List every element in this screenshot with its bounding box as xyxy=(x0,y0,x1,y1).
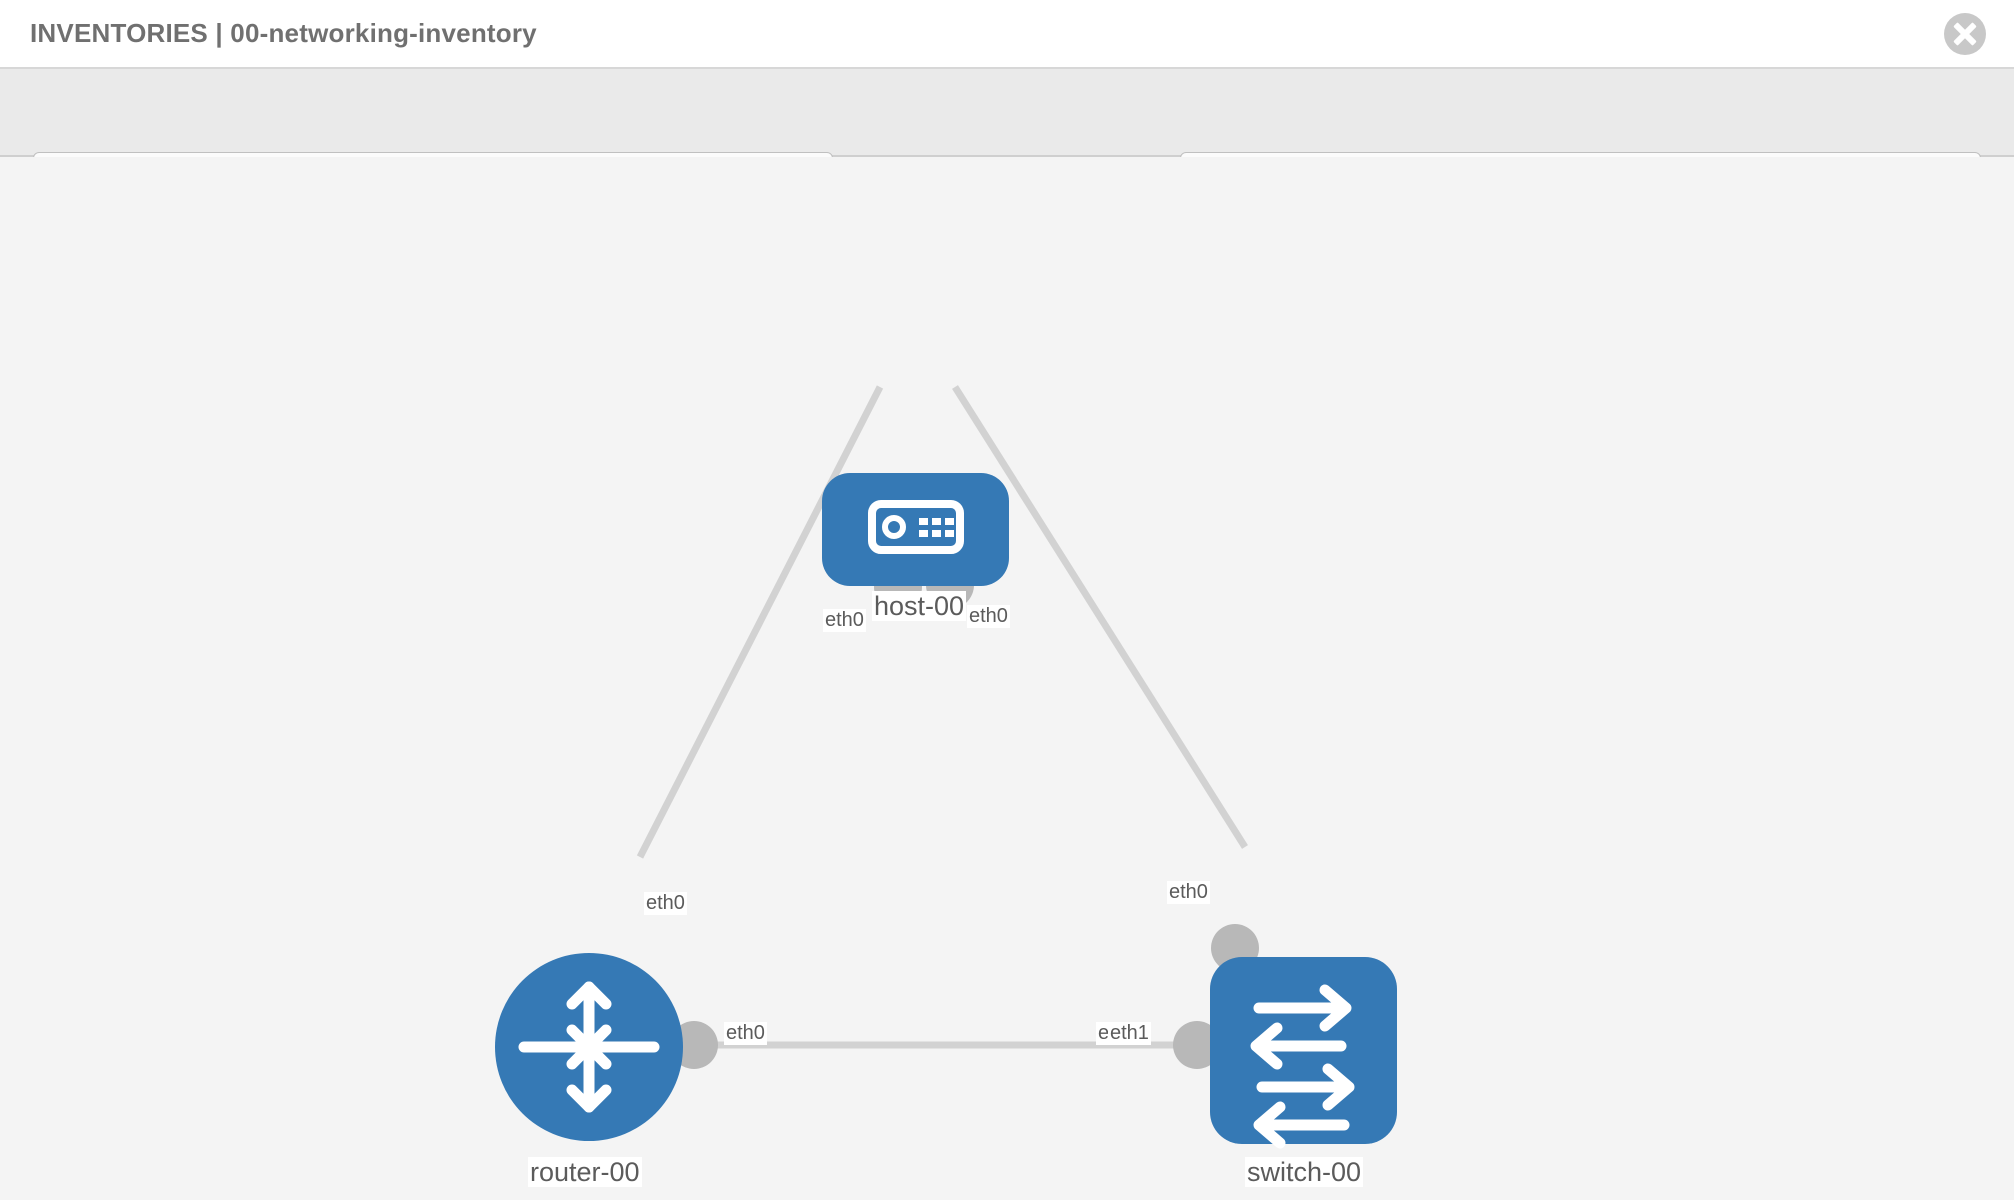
node-label-router-00: router-00 xyxy=(528,1157,642,1188)
node-switch-00[interactable] xyxy=(1210,957,1397,1149)
app-header: INVENTORIES | 00-networking-inventory xyxy=(0,0,2014,69)
edge-label-router-up-eth0: eth0 xyxy=(644,892,687,915)
page-title: INVENTORIES | 00-networking-inventory xyxy=(30,18,537,48)
edge-host-router[interactable] xyxy=(636,385,884,859)
topology-graph xyxy=(495,385,1397,1149)
port-switch-left[interactable] xyxy=(1173,1021,1221,1069)
close-button[interactable] xyxy=(1944,13,1986,55)
node-router-00[interactable] xyxy=(495,953,683,1141)
edge-label-host-right-eth0: eth0 xyxy=(967,605,1010,628)
edge-label-router-right-eth0: eth0 xyxy=(724,1022,767,1045)
router-icon xyxy=(518,981,660,1113)
close-icon xyxy=(1953,22,1977,46)
topology-canvas[interactable]: host-00 router-00 switch-00 eth0 eth0 et… xyxy=(0,157,2014,1200)
toolbar: ACTIONS SEARCH xyxy=(0,69,2014,212)
switch-icon xyxy=(1250,984,1355,1149)
node-label-switch-00: switch-00 xyxy=(1245,1157,1364,1188)
edge-host-switch[interactable] xyxy=(952,385,1248,849)
edge-label-switch-up-eth0: eth0 xyxy=(1167,881,1210,904)
edge-label-host-left-eth0: eth0 xyxy=(823,609,866,632)
server-icon xyxy=(868,500,964,554)
edge-label-switch-left-eth1: eth1 xyxy=(1108,1022,1151,1045)
node-label-host-00: host-00 xyxy=(872,591,967,622)
node-host-00[interactable] xyxy=(822,473,1009,586)
